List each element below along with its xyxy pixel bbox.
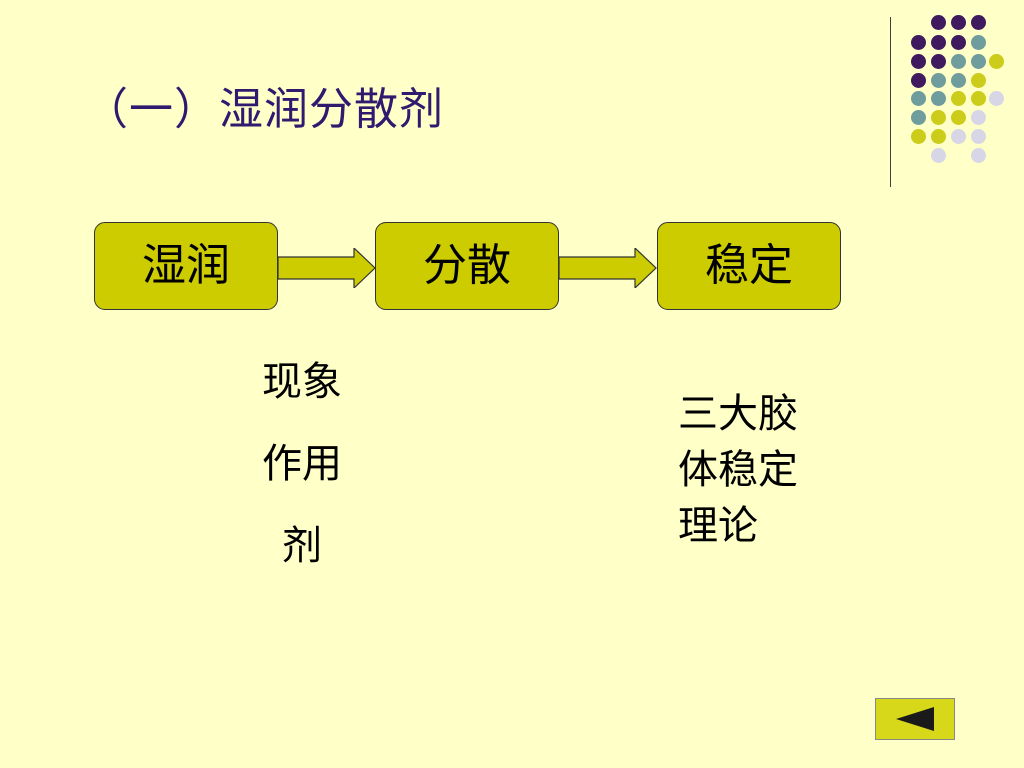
note-line: 体稳定 — [678, 447, 798, 493]
decorative-dot — [911, 73, 926, 88]
decorative-dot — [931, 15, 946, 30]
note-line: 三大胶 — [678, 391, 798, 437]
decorative-dot — [931, 148, 946, 163]
flow-box-label: 分散 — [423, 240, 511, 291]
triangle-left-icon — [896, 707, 934, 731]
decorative-dot — [911, 110, 926, 125]
decorative-dot — [951, 15, 966, 30]
flow-box-stabilization: 稳定 — [657, 222, 841, 310]
decorative-dot — [971, 15, 986, 30]
flow-box-wetting: 湿润 — [94, 222, 278, 310]
flow-box-label: 稳定 — [705, 240, 793, 291]
decorative-dot — [951, 35, 966, 50]
decorative-divider — [890, 17, 891, 187]
arrow-right-icon — [278, 248, 376, 288]
note-left: 现象 作用 剂 — [262, 362, 342, 566]
decorative-dot — [911, 129, 926, 144]
decorative-dot — [931, 73, 946, 88]
decorative-dot — [971, 35, 986, 50]
flow-box-label: 湿润 — [142, 240, 230, 291]
decorative-dot — [931, 110, 946, 125]
note-right: 三大胶 体稳定 理论 — [678, 386, 798, 554]
flow-box-dispersion: 分散 — [375, 222, 559, 310]
decorative-dot-grid — [0, 0, 1024, 200]
decorative-dot — [971, 110, 986, 125]
note-line: 剂 — [282, 523, 322, 569]
decorative-dot — [951, 110, 966, 125]
decorative-dot — [951, 73, 966, 88]
decorative-dot — [971, 73, 986, 88]
decorative-dot — [951, 91, 966, 106]
arrow-right-icon — [559, 248, 657, 288]
decorative-dot — [931, 129, 946, 144]
decorative-dot — [931, 54, 946, 69]
decorative-dot — [931, 35, 946, 50]
decorative-dot — [989, 54, 1004, 69]
decorative-dot — [931, 91, 946, 106]
note-line: 现象 — [262, 359, 342, 405]
back-button[interactable] — [875, 698, 955, 740]
decorative-dot — [951, 54, 966, 69]
note-line: 作用 — [262, 441, 342, 487]
decorative-dot — [911, 91, 926, 106]
decorative-dot — [911, 35, 926, 50]
decorative-dot — [971, 148, 986, 163]
decorative-dot — [911, 54, 926, 69]
decorative-dot — [971, 54, 986, 69]
decorative-dot — [971, 129, 986, 144]
decorative-dot — [989, 91, 1004, 106]
decorative-dot — [971, 91, 986, 106]
decorative-dot — [951, 129, 966, 144]
slide-title: （一）湿润分散剂 — [84, 84, 444, 135]
note-line: 理论 — [678, 503, 758, 549]
